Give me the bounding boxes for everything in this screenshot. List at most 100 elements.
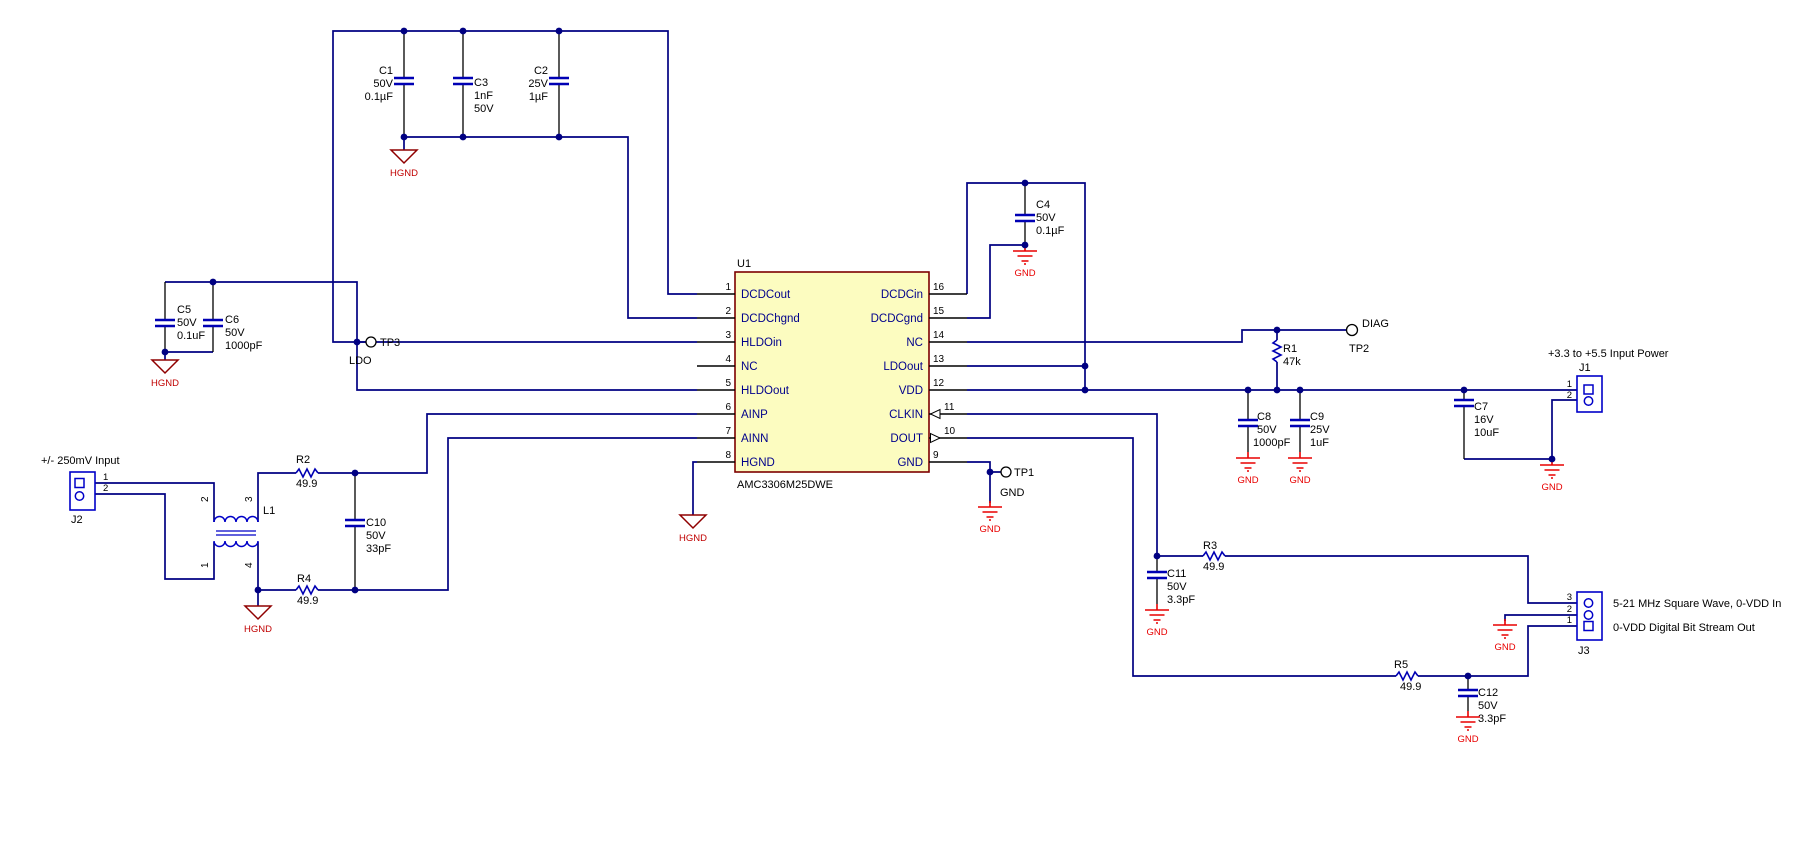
wires: [95, 30, 1577, 677]
svg-text:33pF: 33pF: [366, 543, 391, 555]
svg-text:NC: NC: [741, 361, 758, 373]
svg-text:50V: 50V: [1167, 581, 1187, 593]
svg-text:R3: R3: [1203, 540, 1217, 552]
junction-dots: [161, 27, 1556, 680]
svg-text:4: 4: [725, 354, 731, 365]
capacitor-c4[interactable]: C4 50V 0.1µF: [1013, 183, 1065, 245]
connector-j1[interactable]: 1 2 J1 +3.3 to +5.5 Input Power: [1548, 348, 1669, 413]
capacitor-c3[interactable]: C3 1nF 50V: [451, 31, 494, 137]
svg-text:AINP: AINP: [741, 409, 768, 421]
svg-text:C5: C5: [177, 304, 191, 316]
capacitor-c12[interactable]: C12 50V 3.3pF: [1456, 676, 1506, 725]
svg-text:C10: C10: [366, 517, 386, 529]
svg-text:25V: 25V: [528, 78, 548, 90]
svg-text:5: 5: [725, 378, 731, 389]
connector-j3[interactable]: 3 2 1 J3 5-21 MHz Square Wave, 0-VDD In …: [1567, 591, 1782, 657]
j3-pin1-square-pad: [1583, 620, 1594, 632]
svg-text:AINN: AINN: [741, 433, 768, 445]
resistor-r1[interactable]: R1 47k: [1272, 339, 1301, 368]
testpoint-tp1[interactable]: TP1 GND: [1000, 466, 1034, 499]
j3-note-out: 0-VDD Digital Bit Stream Out: [1613, 622, 1755, 634]
capacitor-c9[interactable]: C9 25V 1uF: [1288, 390, 1330, 452]
svg-text:C6: C6: [225, 314, 239, 326]
svg-text:14: 14: [933, 330, 945, 341]
svg-text:C9: C9: [1310, 411, 1324, 423]
capacitor-c5[interactable]: C5 50V 0.1uF: [153, 282, 205, 352]
svg-text:13: 13: [933, 354, 945, 365]
svg-text:HGND: HGND: [679, 533, 707, 544]
svg-text:47k: 47k: [1283, 356, 1301, 368]
capacitor-c7[interactable]: C7 16V 10uF: [1452, 390, 1499, 459]
ic-part-number: AMC3306M25DWE: [737, 479, 833, 491]
capacitor-c1[interactable]: C1 50V 0.1µF: [365, 31, 416, 137]
ic-pin-stubs: [697, 293, 967, 463]
capacitor-c2[interactable]: C2 25V 1µF: [528, 31, 571, 137]
svg-text:1: 1: [1567, 615, 1572, 626]
svg-text:12: 12: [933, 378, 945, 389]
resistor-r2[interactable]: R2 49.9: [295, 454, 319, 490]
resistor-r4[interactable]: R4 49.9: [295, 573, 319, 607]
ic-u1[interactable]: U1 AMC3306M25DWE 1 2 3 4 5 6 7 8 DCDCout…: [697, 258, 967, 491]
j1-pin1-square-pad: [1583, 384, 1594, 395]
svg-text:50V: 50V: [474, 103, 494, 115]
svg-text:DCDCgnd: DCDCgnd: [871, 313, 923, 325]
capacitor-c8[interactable]: C8 50V 1000pF: [1236, 390, 1291, 452]
capacitor-c6[interactable]: C6 50V 1000pF: [201, 282, 263, 352]
ic-body[interactable]: [734, 271, 930, 473]
svg-text:GND: GND: [1289, 475, 1310, 486]
svg-text:DCDCout: DCDCout: [741, 289, 791, 301]
svg-text:0.1µF: 0.1µF: [1036, 225, 1065, 237]
svg-text:4: 4: [244, 562, 255, 568]
resistor-r5[interactable]: R5 49.9: [1394, 659, 1421, 693]
ic-right-pin-numbers: 16 15 14 13 12 11 10 9: [933, 282, 956, 461]
svg-text:HLDOin: HLDOin: [741, 337, 782, 349]
capacitor-c10[interactable]: C10 50V 33pF: [343, 473, 391, 590]
svg-text:2: 2: [103, 483, 108, 494]
j3-note-in: 5-21 MHz Square Wave, 0-VDD In: [1613, 598, 1781, 610]
j1-pin2-round-pad: [1583, 396, 1594, 406]
svg-text:0.1uF: 0.1uF: [177, 330, 205, 342]
svg-text:50V: 50V: [225, 327, 245, 339]
testpoint-tp2[interactable]: DIAG TP2: [1345, 318, 1389, 355]
j2-pin2-round-pad: [74, 491, 85, 501]
svg-text:50V: 50V: [1036, 212, 1056, 224]
svg-text:16V: 16V: [1474, 414, 1494, 426]
svg-text:R2: R2: [296, 454, 310, 466]
svg-text:6: 6: [725, 402, 731, 413]
svg-text:10uF: 10uF: [1474, 427, 1499, 439]
svg-text:1000pF: 1000pF: [1253, 437, 1291, 449]
svg-text:49.9: 49.9: [1400, 681, 1421, 693]
svg-text:49.9: 49.9: [297, 595, 318, 607]
svg-text:TP1: TP1: [1014, 467, 1034, 479]
svg-text:8: 8: [725, 450, 731, 461]
hgnd-symbols: HGND HGND HGND HGND: [151, 149, 707, 635]
j2-pin1-square-pad: [74, 477, 85, 489]
svg-text:GND: GND: [1146, 627, 1167, 638]
svg-text:GND: GND: [979, 524, 1000, 535]
svg-text:1: 1: [103, 472, 108, 483]
svg-text:LDOout: LDOout: [883, 361, 923, 373]
svg-text:C2: C2: [534, 65, 548, 77]
svg-text:15: 15: [933, 306, 945, 317]
j2-ref: J2: [71, 514, 83, 526]
resistor-r3[interactable]: R3 49.9: [1202, 540, 1226, 573]
svg-text:2: 2: [200, 496, 211, 502]
svg-text:1: 1: [725, 282, 731, 293]
svg-text:R1: R1: [1283, 343, 1297, 355]
svg-text:1: 1: [200, 562, 211, 568]
svg-text:1: 1: [1567, 379, 1572, 390]
svg-text:50V: 50V: [373, 78, 393, 90]
svg-text:50V: 50V: [177, 317, 197, 329]
gnd-symbols: GND GND GND GND GND GND GND GND: [977, 244, 1565, 745]
connector-j2[interactable]: 1 2 J2 +/- 250mV Input: [41, 455, 120, 526]
j2-note: +/- 250mV Input: [41, 455, 120, 467]
testpoint-tp3[interactable]: TP3 LDO: [349, 336, 400, 367]
capacitor-c11[interactable]: C11 50V 3.3pF: [1145, 556, 1195, 606]
svg-text:CLKIN: CLKIN: [889, 409, 923, 421]
svg-text:HGND: HGND: [244, 624, 272, 635]
ic-left-pin-numbers: 1 2 3 4 5 6 7 8: [725, 282, 731, 461]
svg-text:C1: C1: [379, 65, 393, 77]
svg-text:DOUT: DOUT: [890, 433, 923, 445]
svg-text:GND: GND: [1014, 268, 1035, 279]
transformer-l1[interactable]: L1 2 3 1 4: [200, 496, 275, 568]
